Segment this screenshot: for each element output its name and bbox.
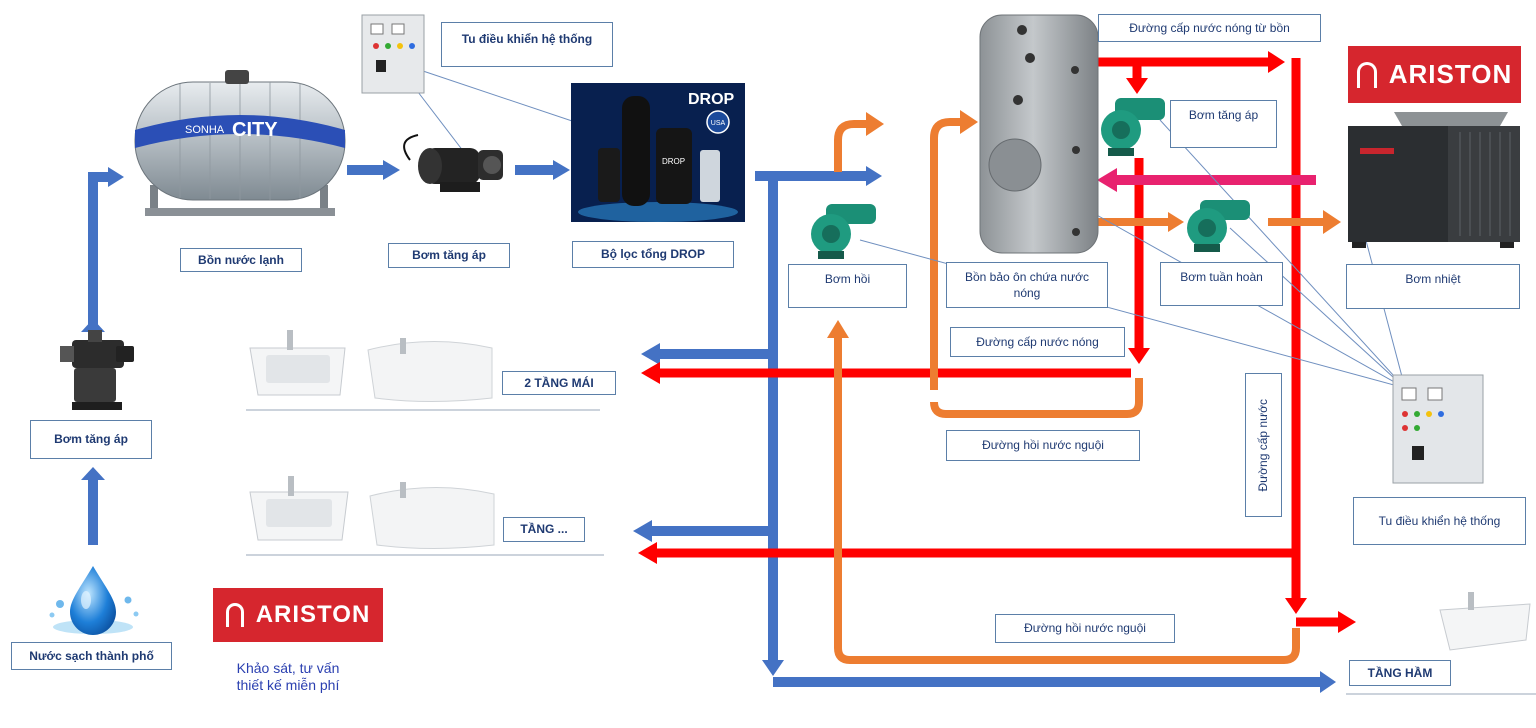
hot-arrow-roof	[641, 362, 660, 384]
cold-arrow-right-1	[108, 167, 124, 187]
control-cabinet-right-icon	[1392, 374, 1484, 484]
hot-arrow-middle	[638, 542, 657, 564]
return-arrow-3	[1168, 212, 1184, 232]
hot-arrow-down-1	[1126, 78, 1148, 94]
return-pipe-basement-loop	[834, 336, 1300, 664]
cold-arrow-basement	[1320, 671, 1336, 693]
green-pump-circulation-icon	[1187, 200, 1250, 252]
return-arrow-2	[960, 110, 978, 134]
cold-arrow-roof	[641, 343, 660, 365]
label-circulation-pump: Bơm tuần hoàn	[1160, 262, 1283, 306]
cold-water-tank-icon: SONHA CITY	[134, 70, 346, 216]
cold-arrowheads	[81, 160, 1336, 693]
control-wires	[404, 69, 1406, 389]
label-cold-return-line-2: Đường hồi nước nguội	[995, 614, 1175, 643]
label-floor-middle: TẦNG ...	[503, 517, 585, 542]
drop-logo-text: DROP	[688, 91, 735, 108]
return-pipe-top-left	[834, 120, 868, 172]
cold-arrow-right-3	[553, 160, 570, 180]
promo-line-1: Khảo sát, tư vấn	[236, 660, 340, 676]
label-floor-basement: TẦNG HẦM	[1349, 660, 1451, 686]
return-pipe-to-tank	[930, 118, 962, 390]
hot-storage-tank-icon	[979, 14, 1099, 254]
return-arrow-up	[827, 320, 849, 338]
green-pump-return-icon	[811, 204, 876, 259]
green-pump-booster-right-icon	[1101, 98, 1165, 156]
label-drop-filter: Bộ lọc tổng DROP	[572, 241, 734, 268]
hot-water-pipes	[655, 57, 1340, 627]
label-booster-pump-right: Bơm tăng áp	[1170, 100, 1277, 148]
ariston-house-icon	[225, 603, 244, 627]
label-water-supply-line: Đường cấp nước	[1245, 373, 1282, 517]
return-arrow-4	[1323, 210, 1341, 234]
hot-arrow-basement	[1338, 611, 1356, 633]
label-booster-pump-mid: Bơm tăng áp	[388, 243, 510, 268]
heatpump-supply-arrow	[1097, 168, 1117, 192]
city-water-drop-icon	[49, 566, 139, 635]
basement-sink	[1439, 592, 1531, 651]
tank-maker-text: SONHA	[185, 124, 225, 136]
heat-pump-unit-icon	[1348, 112, 1520, 248]
roof-floor-fixtures	[249, 330, 493, 402]
drop-filter-image: DROP DROP USA	[571, 83, 745, 222]
hot-arrow-right	[1268, 51, 1285, 73]
promo-text: Khảo sát, tư vấn thiết kế miễn phí	[213, 660, 363, 694]
ariston-house-icon	[1356, 61, 1377, 88]
label-heat-pump: Bơm nhiệt	[1346, 264, 1520, 309]
label-storage-tank: Bồn bảo ôn chứa nước nóng	[946, 262, 1108, 308]
cold-arrow-right-2	[383, 160, 400, 180]
cold-arrow-middle	[633, 520, 652, 542]
middle-floor-fixtures	[249, 476, 495, 549]
label-control-cabinet-top: Tu điều khiển hệ thống	[441, 22, 613, 67]
label-hot-supply-line: Đường cấp nước nóng	[950, 327, 1125, 357]
hot-arrow-down-2	[1128, 348, 1150, 364]
ariston-logo-bottom: ARISTON	[213, 588, 383, 642]
cold-pipe-pump-to-tank	[88, 172, 112, 330]
floor-lines	[246, 409, 1536, 695]
booster-pump-mid-icon	[403, 134, 503, 192]
label-city-water: Nước sạch thành phố	[11, 642, 172, 670]
return-pipes	[834, 118, 1325, 664]
promo-line-2: thiết kế miễn phí	[236, 676, 340, 693]
label-floor-roof: 2 TẦNG MÁI	[502, 371, 616, 395]
ariston-logo-top: ARISTON	[1348, 46, 1521, 103]
ariston-top-text: ARISTON	[1388, 59, 1513, 89]
control-cabinet-top-icon	[361, 14, 425, 94]
label-cold-tank: Bồn nước lạnh	[180, 248, 302, 272]
label-booster-pump-left: Bơm tăng áp	[30, 420, 152, 459]
label-return-pump: Bơm hồi	[788, 264, 907, 308]
cold-arrow-right-4	[866, 166, 882, 186]
svg-text:DROP: DROP	[662, 157, 685, 166]
label-hot-supply-from-tank: Đường cấp nước nóng từ bồn	[1098, 14, 1321, 42]
return-pipe-loop	[930, 378, 1143, 418]
tank-brand-text: CITY	[232, 119, 278, 141]
label-control-cabinet-right: Tu điều khiển hệ thống	[1353, 497, 1526, 545]
drop-badge-text: USA	[711, 120, 726, 127]
ariston-bottom-text: ARISTON	[255, 601, 371, 628]
return-arrow-1	[866, 112, 884, 136]
label-water-supply-line-text: Đường cấp nước	[1256, 398, 1271, 492]
return-arrowheads	[827, 110, 1341, 338]
cold-arrow-up-2	[81, 319, 105, 332]
hot-arrow-down-3	[1285, 598, 1307, 614]
cold-water-pipes	[88, 165, 1322, 687]
booster-pump-left-icon	[60, 330, 134, 410]
label-cold-return-line-1: Đường hồi nước nguội	[946, 430, 1140, 461]
cold-arrow-down	[762, 660, 784, 676]
hot-arrowheads	[638, 51, 1356, 633]
cold-arrow-up-1	[81, 467, 105, 480]
